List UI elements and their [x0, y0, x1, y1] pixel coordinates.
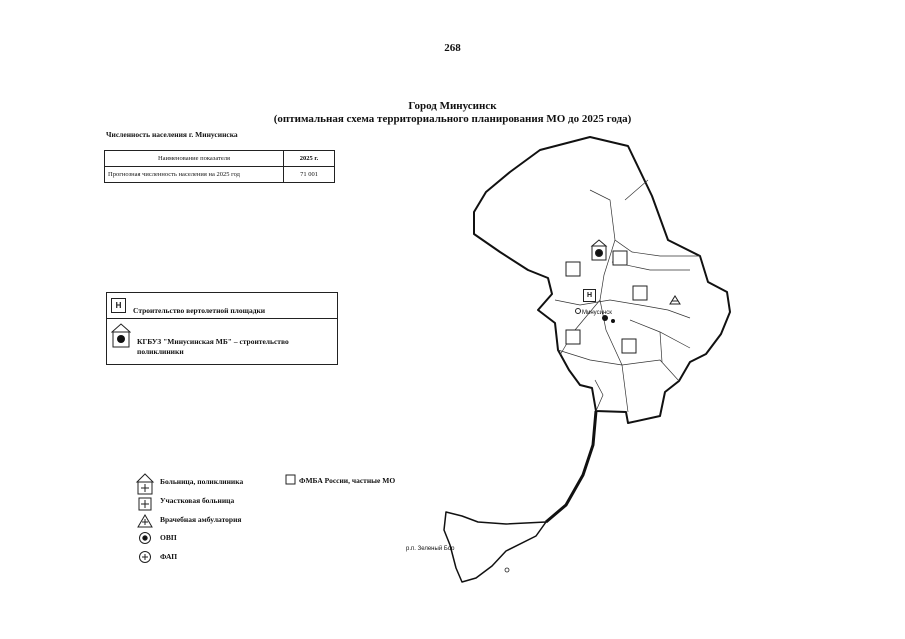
ambulatory-icon	[137, 514, 153, 528]
title-line-1: Город Минусинск	[408, 100, 497, 112]
inner-districts	[554, 179, 700, 413]
fmba-marker	[565, 329, 581, 345]
helipad-legend-row: H Строительство вертолетной площадки	[107, 293, 337, 319]
fmba-marker	[612, 250, 628, 266]
helipad-label: Строительство вертолетной площадки	[133, 306, 266, 315]
legend-ambulatory: Врачебная амбулатория	[160, 515, 242, 524]
village-marker	[504, 567, 510, 573]
village-label: р.п. Зеленый Бор	[406, 545, 455, 552]
project-legend-box: H Строительство вертолетной площадки КГБ…	[106, 292, 338, 365]
city-boundary	[473, 136, 731, 424]
ambulatory-marker	[669, 295, 681, 305]
row-value: 71 001	[283, 166, 335, 183]
legend-fmba: ФМБА России, частные МО	[299, 476, 396, 485]
city-center-marker	[575, 308, 581, 314]
fmba-marker	[621, 338, 637, 354]
clinic-construction-icon	[111, 323, 131, 348]
south-exclave	[443, 511, 547, 583]
ovp-dot	[611, 319, 615, 323]
fap-icon	[139, 551, 151, 563]
legend-ovp: ОВП	[160, 533, 177, 542]
page-number: 268	[444, 42, 461, 54]
district-hospital-icon	[138, 497, 152, 511]
ovp-icon	[139, 532, 151, 544]
population-caption: Численность населения г. Минусинска	[106, 130, 238, 139]
road-corridor	[545, 410, 598, 524]
helipad-map-marker: H	[583, 289, 596, 302]
population-table: Наименование показателя 2025 г. Прогнозн…	[104, 150, 335, 183]
helipad-icon: H	[111, 298, 126, 313]
fmba-icon	[285, 474, 296, 485]
map-title: Город Минусинск (оптимальная схема терри…	[0, 100, 905, 126]
city-label: Минусинск	[582, 310, 612, 316]
legend-hospital: Больница, поликлиника	[160, 477, 244, 486]
clinic-construction-marker	[590, 239, 608, 261]
fmba-marker	[632, 285, 648, 301]
legend-fap: ФАП	[160, 552, 178, 561]
table-row: Прогнозная численность населения на 2025…	[104, 166, 335, 183]
hospital-icon	[135, 473, 155, 495]
legend-district-hospital: Участковая больница	[160, 496, 235, 505]
city-markers	[575, 308, 615, 323]
title-line-2: (оптимальная схема территориального план…	[273, 113, 632, 125]
clinic-construction-label: КГБУЗ "Минусинская МБ" – строительство п…	[137, 337, 289, 356]
hospital-dot	[602, 315, 608, 321]
fmba-marker	[565, 261, 581, 277]
fmba-markers	[565, 250, 648, 354]
